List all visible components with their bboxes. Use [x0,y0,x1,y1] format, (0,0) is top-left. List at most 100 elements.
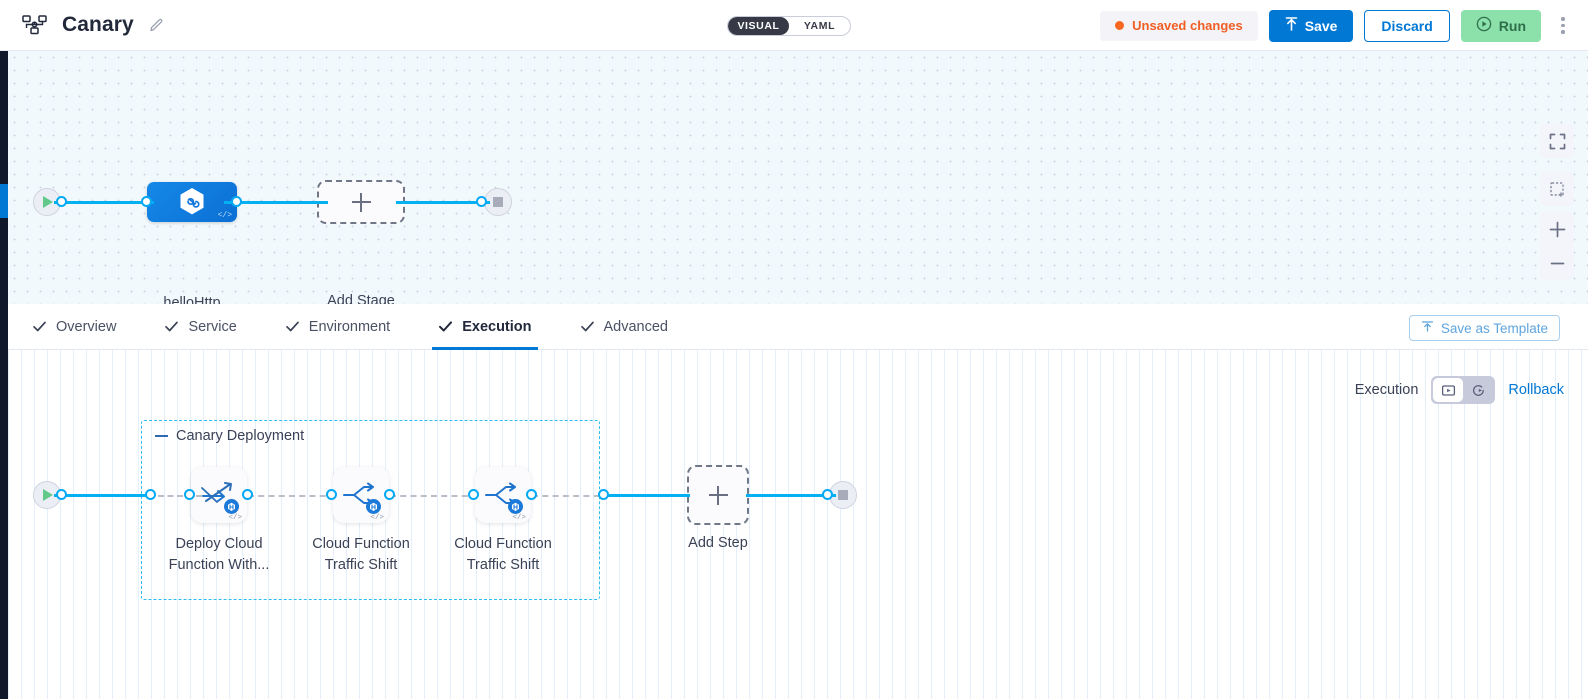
expand-fullscreen-icon[interactable] [1540,124,1574,158]
mode-option-visual[interactable]: VISUAL [728,17,789,35]
edge-step3-to-group-out [532,495,610,497]
port-end-in[interactable] [822,489,833,500]
stage-node-hellohttp[interactable]: </> [147,182,237,222]
port-group-in[interactable] [145,489,156,500]
pencil-icon[interactable] [148,17,165,34]
tab-label-advanced: Advanced [603,318,669,335]
save-as-template-label: Save as Template [1440,320,1548,336]
tab-label-execution: Execution [462,318,532,335]
collapse-dash-icon[interactable] [155,435,168,437]
check-icon [165,321,179,332]
run-label: Run [1498,17,1526,34]
step-group-title[interactable]: Canary Deployment [155,428,304,444]
port-stage-out[interactable] [231,196,242,207]
step-label-2-line1: Cloud Function [312,536,410,552]
app-header: Canary VISUAL YAML Unsaved changes [0,0,1588,51]
add-stage-button[interactable] [317,180,405,224]
unsaved-label: Unsaved changes [1132,18,1243,33]
edge-group-to-addstep [604,494,690,497]
end-node[interactable] [829,481,857,509]
step-label-3-line2: Traffic Shift [466,557,540,573]
port-step1-in[interactable] [184,489,195,500]
mode-option-yaml[interactable]: YAML [803,20,836,32]
step-label-1-line2: Function With... [168,557,270,573]
tab-service[interactable]: Service [164,304,237,350]
execution-rollback-toggle[interactable] [1431,376,1496,404]
check-icon [33,321,46,332]
visual-yaml-toggle[interactable]: VISUAL YAML [727,16,851,36]
port-step3-out[interactable] [526,489,537,500]
play-triangle-icon [43,489,53,501]
step-code-badge: </> [512,514,526,522]
plus-icon-v [717,485,719,505]
template-upload-icon [1421,320,1434,336]
check-icon [439,321,453,332]
port-step1-out[interactable] [242,489,253,500]
tab-label-environment: Environment [308,318,391,335]
add-stage-label: Add Stage [327,293,395,304]
step-group-label: Canary Deployment [176,428,305,444]
save-button[interactable]: Save [1268,9,1354,42]
stage-label-hellohttp: helloHttp [163,295,221,304]
header-actions: Unsaved changes Save Discard [1100,0,1574,51]
execution-label: Execution [1354,382,1419,398]
pipeline-stage-canvas[interactable]: </> helloHttp Add Stage [8,51,1588,304]
save-label: Save [1304,17,1338,34]
tab-advanced[interactable]: Advanced [580,304,669,350]
tab-execution[interactable]: Execution [432,304,538,350]
run-button[interactable]: Run [1460,9,1541,42]
check-icon [285,321,299,332]
play-circle-icon [1476,16,1492,35]
discard-label: Discard [1381,17,1433,34]
port-step2-out[interactable] [384,489,395,500]
plus-icon-v [360,192,362,212]
add-step-button[interactable] [687,465,749,525]
step-code-badge: </> [228,514,242,522]
left-nav-rail [0,51,8,699]
step-node-traffic-shift-2[interactable]: </> [475,467,531,523]
left-nav-active-indicator [0,184,8,218]
rollback-link[interactable]: Rollback [1508,382,1564,398]
canvas-expand-control[interactable] [1540,124,1574,158]
step-label-1-line1: Deploy Cloud [175,536,263,552]
port-stage-in[interactable] [141,196,152,207]
execution-view-icon[interactable] [1433,378,1464,402]
port-start-out[interactable] [56,489,67,500]
execution-steps-canvas[interactable]: Execution Rollback [8,350,1588,699]
port-step2-in[interactable] [326,489,337,500]
discard-button[interactable]: Discard [1364,9,1450,42]
execution-view-controls: Execution Rollback [1355,376,1564,404]
step-node-traffic-shift-1[interactable]: </> [333,467,389,523]
kebab-menu-icon[interactable] [1552,10,1574,42]
edge-start-to-stage [54,201,154,204]
step-label-3-line1: Cloud Function [454,536,552,552]
tab-environment[interactable]: Environment [285,304,390,350]
harness-badge-icon [224,499,239,514]
step-code-badge: </> [370,514,384,522]
header-left-group: Canary [0,13,165,37]
rollback-view-icon[interactable] [1463,378,1493,402]
stage-code-badge: </> [217,211,232,220]
canvas-fit-control[interactable] [1540,172,1574,206]
step-label-2-line2: Traffic Shift [324,557,398,573]
save-as-template-button[interactable]: Save as Template [1408,315,1560,341]
unsaved-dot-icon [1115,21,1125,30]
check-icon [580,321,594,332]
port-end-in[interactable] [476,196,487,207]
canvas-zoom-controls[interactable] [1540,212,1574,280]
tab-label-service: Service [188,318,237,335]
edge-group-in-to-step1 [158,495,202,497]
step-label-1: Deploy Cloud Function With... [139,534,299,576]
step-group-canary-deployment[interactable] [141,420,600,600]
zoom-in-icon[interactable] [1540,212,1574,246]
zoom-out-icon[interactable] [1540,246,1574,280]
port-start-out[interactable] [56,196,67,207]
port-step3-in[interactable] [468,489,479,500]
fit-to-screen-icon[interactable] [1540,172,1574,206]
port-group-out[interactable] [598,489,609,500]
play-triangle-icon [43,196,53,208]
step-label-2: Cloud Function Traffic Shift [281,534,441,576]
edge-addstep-to-end [746,494,836,497]
tab-overview[interactable]: Overview [32,304,116,350]
harness-badge-icon [508,499,523,514]
